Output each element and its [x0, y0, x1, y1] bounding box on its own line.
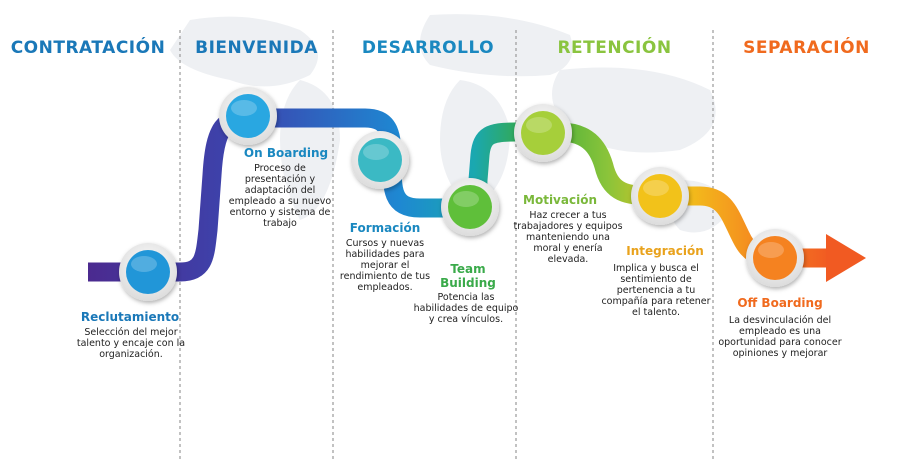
- stage-shine-reclutamiento: [131, 256, 157, 272]
- stage-desc-reclutamiento: Selección del mejor talento y encaje con…: [76, 327, 186, 360]
- stage-shine-motivacion: [526, 117, 552, 133]
- stage-desc-formacion: Cursos y nuevas habilidades para mejorar…: [339, 238, 431, 293]
- phase-separators: [179, 30, 714, 462]
- stage-desc-integracion: Implica y busca el sentimiento de perten…: [601, 263, 711, 318]
- flow-arrow-head: [826, 234, 866, 282]
- stage-desc-onboarding: Proceso de presentación y adaptación del…: [228, 163, 332, 229]
- stage-shine-onboarding: [231, 100, 257, 116]
- stage-circle-onboarding: [219, 87, 277, 145]
- stage-title-reclutamiento: Reclutamiento: [80, 310, 180, 324]
- phase-bienvenida: BIENVENIDA: [195, 38, 318, 58]
- stage-title-integracion: Integración: [626, 244, 704, 258]
- stage-dot-motivacion: [521, 111, 565, 155]
- stage-circle-integracion: [631, 167, 689, 225]
- stage-dot-team-building: [448, 185, 492, 229]
- stage-desc-offboarding: La desvinculación del empleado es una op…: [718, 315, 842, 359]
- stage-circle-reclutamiento: [119, 243, 177, 301]
- stage-circles: [119, 87, 804, 301]
- phase-desarrollo: DESARROLLO: [361, 38, 495, 58]
- phase-contratacion: CONTRATACIÓN: [10, 38, 166, 58]
- stage-dot-onboarding: [226, 94, 270, 138]
- stage-dot-integracion: [638, 174, 682, 218]
- stage-desc-motivacion: Haz crecer a tus trabajadores y equipos …: [513, 210, 623, 265]
- stage-dot-offboarding: [753, 236, 797, 280]
- stage-circle-motivacion: [514, 104, 572, 162]
- stage-shine-team-building: [453, 191, 479, 207]
- phase-retencion: RETENCIÓN: [557, 38, 672, 58]
- stage-circle-formacion: [351, 131, 409, 189]
- stage-shine-offboarding: [758, 242, 784, 258]
- stage-title-onboarding: On Boarding: [243, 146, 329, 160]
- stage-dot-reclutamiento: [126, 250, 170, 294]
- phase-separacion: SEPARACIÓN: [743, 38, 870, 58]
- stage-title-motivacion: Motivación: [523, 193, 597, 207]
- stage-shine-formacion: [363, 144, 389, 160]
- stage-desc-team-building: Potencia las habilidades de equipo y cre…: [413, 292, 519, 325]
- stage-title-formacion: Formación: [349, 221, 421, 235]
- stage-shine-integracion: [643, 180, 669, 196]
- stage-title-offboarding: Off Boarding: [737, 296, 823, 310]
- stage-circle-offboarding: [746, 229, 804, 287]
- stage-dot-formacion: [358, 138, 402, 182]
- stage-circle-team-building: [441, 178, 499, 236]
- stage-title-team-building: Team Building: [440, 262, 496, 290]
